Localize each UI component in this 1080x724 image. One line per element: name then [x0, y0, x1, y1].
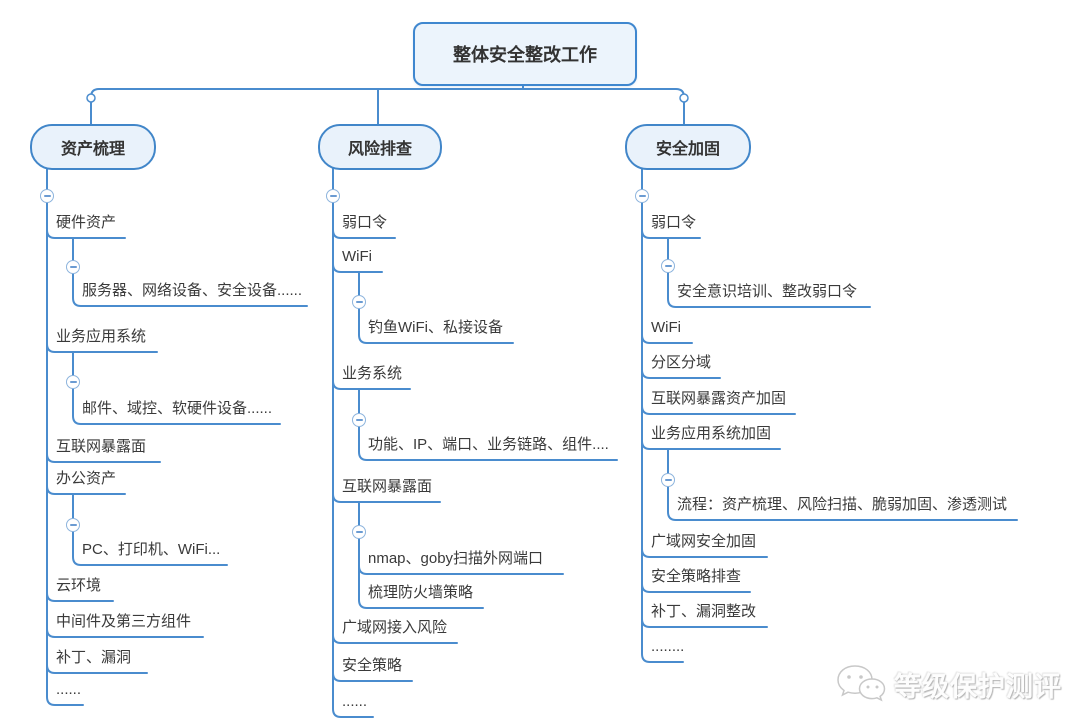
root-node[interactable]: 整体安全整改工作	[413, 22, 637, 86]
topic-internet-exposure-risk[interactable]: 互联网暴露面	[342, 478, 433, 495]
topic-ellipsis[interactable]: ........	[651, 638, 685, 655]
topic-cloud-environment[interactable]: 云环境	[56, 577, 102, 594]
topic-wan-security-hardening[interactable]: 广域网安全加固	[651, 533, 757, 550]
topic-function-ip-port[interactable]: 功能、IP、端口、业务链路、组件....	[368, 436, 609, 453]
topic-weak-password-fix[interactable]: 弱口令	[651, 214, 697, 231]
collapse-icon[interactable]	[661, 259, 675, 273]
collapse-icon[interactable]	[66, 518, 80, 532]
topic-weak-password[interactable]: 弱口令	[342, 214, 388, 231]
collapse-icon[interactable]	[66, 260, 80, 274]
topic-pc-printer-wifi[interactable]: PC、打印机、WiFi...	[82, 541, 221, 558]
collapse-icon[interactable]	[326, 189, 340, 203]
topic-ellipsis[interactable]: ......	[342, 693, 368, 710]
topic-internet-exposure[interactable]: 互联网暴露面	[56, 438, 147, 455]
topic-hardware-assets[interactable]: 硬件资产	[56, 214, 117, 231]
topic-business-app-hardening[interactable]: 业务应用系统加固	[651, 425, 772, 442]
topic-patch-vuln-rectification[interactable]: 补丁、漏洞整改	[651, 603, 757, 620]
topic-internet-exposed-asset-hardening[interactable]: 互联网暴露资产加固	[651, 390, 787, 407]
topic-mail-domain-devices[interactable]: 邮件、域控、软硬件设备......	[82, 400, 273, 417]
topic-business-systems[interactable]: 业务系统	[342, 365, 403, 382]
watermark-text: 等级保护测评	[894, 671, 1062, 702]
topic-firewall-policy-sorting[interactable]: 梳理防火墙策略	[368, 584, 474, 601]
branch-node-security-hardening[interactable]: 安全加固	[625, 124, 751, 170]
collapse-icon[interactable]	[352, 413, 366, 427]
topic-ellipsis[interactable]: ......	[56, 681, 82, 698]
branch-node-asset-sorting[interactable]: 资产梳理	[30, 124, 156, 170]
topic-hardening-process[interactable]: 流程：资产梳理、风险扫描、脆弱加固、渗透测试	[677, 496, 1008, 513]
topic-business-app-systems[interactable]: 业务应用系统	[56, 328, 147, 345]
wechat-icon	[837, 665, 886, 702]
topic-servers-network-security-devices[interactable]: 服务器、网络设备、安全设备......	[82, 282, 303, 299]
topic-middleware-thirdparty[interactable]: 中间件及第三方组件	[56, 613, 192, 630]
topic-phishing-wifi[interactable]: 钓鱼WiFi、私接设备	[368, 319, 503, 336]
collapse-icon[interactable]	[352, 525, 366, 539]
topic-wifi-hardening[interactable]: WiFi	[651, 319, 681, 336]
topic-awareness-training[interactable]: 安全意识培训、整改弱口令	[677, 283, 858, 300]
junction-dot	[679, 93, 689, 103]
topic-security-policy[interactable]: 安全策略	[342, 657, 403, 674]
collapse-icon[interactable]	[635, 189, 649, 203]
branch-node-risk-check[interactable]: 风险排查	[318, 124, 442, 170]
topic-security-policy-check[interactable]: 安全策略排查	[651, 568, 742, 585]
watermark: 等级保护测评	[834, 662, 1062, 706]
collapse-icon[interactable]	[40, 189, 54, 203]
topic-wifi[interactable]: WiFi	[342, 248, 372, 265]
topic-zoning[interactable]: 分区分域	[651, 354, 712, 371]
collapse-icon[interactable]	[352, 295, 366, 309]
collapse-icon[interactable]	[66, 375, 80, 389]
topic-office-assets[interactable]: 办公资产	[56, 470, 117, 487]
junction-dot	[86, 93, 96, 103]
topic-patches-vulnerabilities[interactable]: 补丁、漏洞	[56, 649, 132, 666]
topic-nmap-goby-scan[interactable]: nmap、goby扫描外网端口	[368, 550, 544, 567]
topic-wan-access-risk[interactable]: 广域网接入风险	[342, 619, 448, 636]
collapse-icon[interactable]	[661, 473, 675, 487]
